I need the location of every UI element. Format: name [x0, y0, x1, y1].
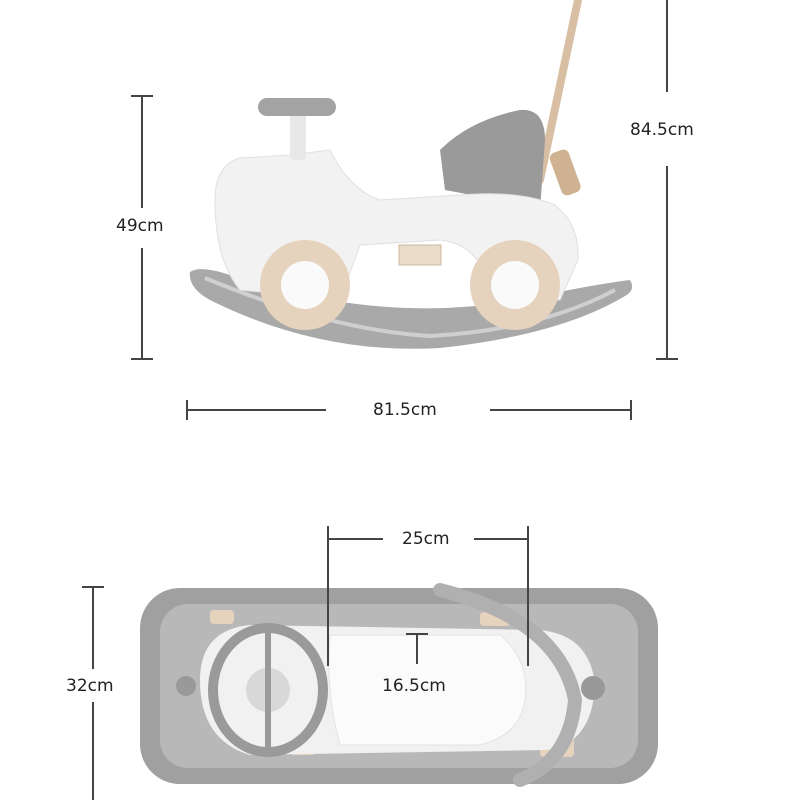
dim-49-line-top: [141, 96, 143, 208]
dim-25-line-right: [474, 538, 528, 540]
dim-25-cap-right: [527, 526, 529, 666]
width-label: 32cm: [66, 676, 114, 696]
total-height-label: 84.5cm: [630, 120, 694, 140]
dim-25-line-left: [329, 538, 383, 540]
seat-span-label: 25cm: [402, 529, 450, 549]
dim-49-cap-bottom: [131, 358, 153, 360]
top-view-product: [140, 583, 658, 787]
dim-815-cap-right: [630, 400, 632, 420]
seat-width-label: 16.5cm: [382, 676, 446, 696]
dim-49-line-bottom: [141, 248, 143, 358]
dim-815-line-left: [186, 409, 326, 411]
length-label: 81.5cm: [373, 400, 437, 420]
dim-815-line-right: [490, 409, 632, 411]
seat-height-label: 49cm: [116, 216, 164, 236]
dim-32-line-top: [92, 587, 94, 669]
side-view-product: [189, 0, 633, 349]
dim-165-line: [416, 634, 418, 664]
dim-845-line-top: [666, 0, 668, 92]
dim-845-cap-bottom: [656, 358, 678, 360]
dim-25-cap-left: [327, 526, 329, 666]
dim-845-line-bottom: [666, 166, 668, 358]
dim-32-line-bottom: [92, 702, 94, 800]
